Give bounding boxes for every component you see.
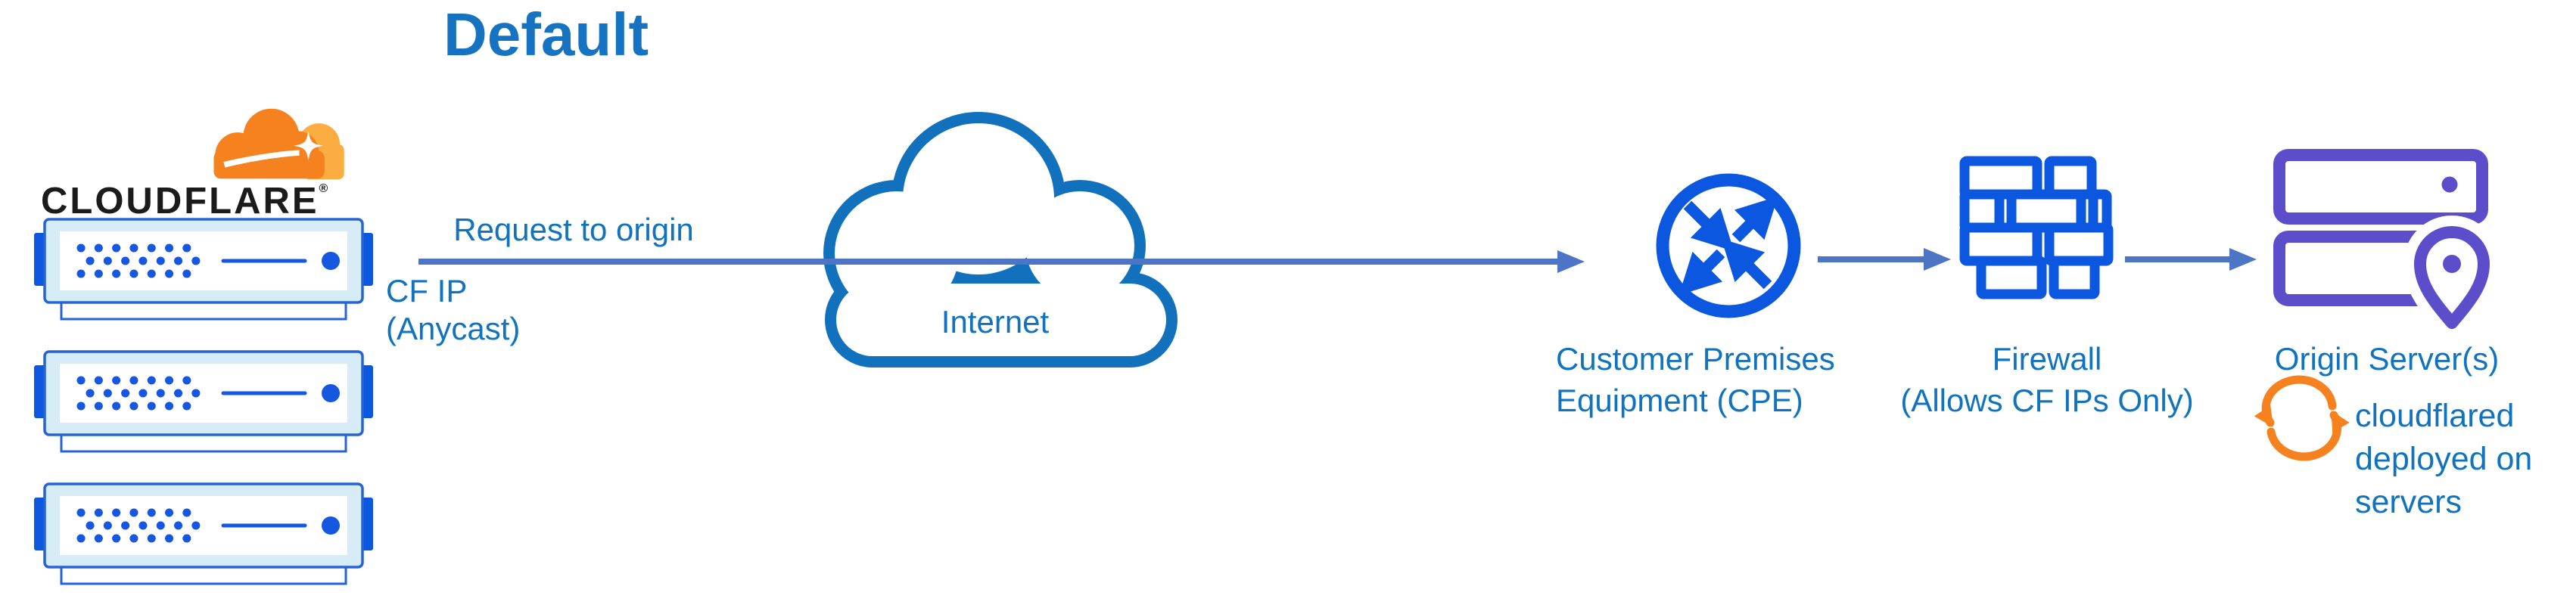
request-arrow-head <box>1557 250 1585 273</box>
internet-label: Internet <box>941 304 1050 340</box>
cloudflared-note: cloudflared deployed on servers <box>2355 395 2532 524</box>
cf-ip-label: CF IP (Anycast) <box>386 272 520 348</box>
cf-ip-label-line1: CF IP <box>386 273 468 309</box>
cf-ip-label-line2: (Anycast) <box>386 311 521 346</box>
edge-server-icon <box>34 482 373 585</box>
cloudflare-logo-cloud-icon <box>213 108 344 180</box>
edge-server-stack <box>34 482 373 588</box>
request-arrow-shaft <box>418 259 1557 265</box>
edge-server-icon <box>34 350 373 453</box>
cloudflare-wordmark-text: CLOUDFLARE <box>41 181 319 222</box>
sync-icon <box>2254 375 2350 461</box>
firewall-icon <box>1959 156 2114 299</box>
firewall-label-line1: Firewall <box>1992 341 2102 377</box>
cpe-to-firewall-arrow-head <box>1924 248 1951 271</box>
cpe-to-firewall-arrow-shaft <box>1818 256 1924 262</box>
firewall-label-line2: (Allows CF IPs Only) <box>1900 383 2194 418</box>
cpe-router-icon <box>1656 173 1801 318</box>
internet-cloud-icon <box>823 112 1178 367</box>
cpe-label-line1: Customer Premises <box>1556 341 1835 377</box>
request-arrow-label: Request to origin <box>453 212 694 247</box>
cloudflared-note-line2: deployed on <box>2355 441 2533 477</box>
location-pin-icon <box>2403 215 2501 349</box>
registered-mark: ® <box>319 182 328 195</box>
cpe-label-line2: Equipment (CPE) <box>1556 383 1803 418</box>
cpe-label: Customer Premises Equipment (CPE) <box>1556 338 1835 421</box>
edge-server-stack <box>34 350 373 456</box>
edge-server-icon <box>34 218 373 321</box>
cloudflare-wordmark: CLOUDFLARE® <box>41 180 328 222</box>
page-title: Default <box>443 1 649 68</box>
cloudflared-note-line1: cloudflared <box>2355 398 2515 434</box>
firewall-to-origin-arrow-head <box>2229 248 2257 271</box>
firewall-to-origin-arrow-shaft <box>2125 256 2229 262</box>
edge-server-stack <box>34 218 373 324</box>
cloudflared-note-line3: servers <box>2355 484 2462 520</box>
origin-servers-icon <box>2273 149 2501 349</box>
origin-label: Origin Server(s) <box>2274 341 2500 377</box>
firewall-label: Firewall (Allows CF IPs Only) <box>1881 338 2214 421</box>
